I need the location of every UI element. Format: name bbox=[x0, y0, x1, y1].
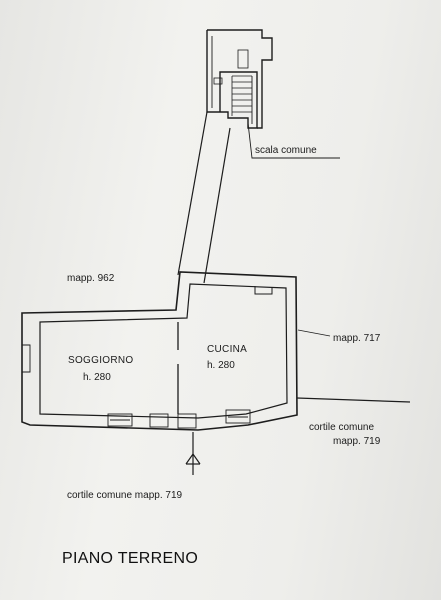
label-cortile-comune: cortile comune bbox=[309, 422, 375, 433]
entrance-arrow bbox=[185, 432, 201, 475]
corridor-wall-left bbox=[177, 111, 208, 276]
building-inner-wall bbox=[39, 283, 288, 419]
room-height-cucina: h. 280 bbox=[207, 360, 235, 371]
south-openings bbox=[107, 409, 251, 429]
wall-niche bbox=[254, 286, 273, 295]
room-label-cucina: CUCINA bbox=[207, 344, 248, 355]
label-mapp-962: mapp. 962 bbox=[67, 273, 115, 284]
left-wall-detail bbox=[22, 344, 31, 373]
stair-tower-top bbox=[207, 29, 273, 129]
label-mapp-717: mapp. 717 bbox=[333, 333, 381, 344]
plan-title: PIANO TERRENO bbox=[62, 550, 199, 567]
corridor-wall-right bbox=[203, 127, 231, 284]
label-cortile-bottom: cortile comune mapp. 719 bbox=[67, 490, 183, 501]
scala-leader bbox=[247, 122, 340, 159]
room-label-soggiorno: SOGGIORNO bbox=[68, 355, 134, 366]
room-height-soggiorno: h. 280 bbox=[83, 372, 111, 383]
label-scala-comune: scala comune bbox=[255, 145, 317, 156]
mapp-717-leader bbox=[297, 329, 331, 337]
courtyard-boundary bbox=[296, 397, 411, 403]
building-outer-wall bbox=[21, 271, 298, 431]
label-mapp-719: mapp. 719 bbox=[333, 436, 381, 447]
stair-treads bbox=[213, 49, 252, 116]
